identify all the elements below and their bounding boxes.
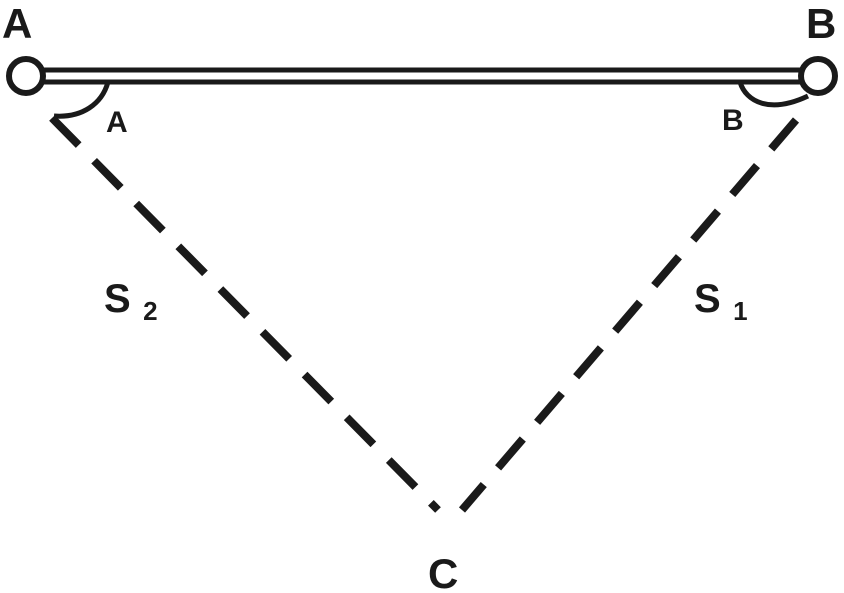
point-label-c: C: [428, 550, 458, 593]
dashed-line-s1: [458, 117, 800, 513]
point-a-circle: [6, 56, 46, 96]
baseline-ab: [26, 67, 818, 85]
angle-arc-a: [53, 81, 111, 119]
segment-label-s2: S 2: [104, 277, 158, 326]
angle-arc-b: [737, 81, 810, 108]
angle-label-b: B: [722, 104, 744, 137]
dashed-line-s2: [49, 115, 441, 513]
point-label-b: B: [806, 0, 836, 47]
segment-label-s1-main: S: [694, 277, 721, 321]
segment-label-s1: S 1: [694, 277, 748, 326]
segment-label-s1-sub: 1: [733, 296, 747, 326]
point-b-circle: [798, 56, 838, 96]
point-label-a: A: [2, 0, 32, 47]
segment-label-s2-sub: 2: [143, 296, 157, 326]
segment-label-s2-main: S: [104, 277, 131, 321]
angle-label-a: A: [106, 106, 128, 139]
